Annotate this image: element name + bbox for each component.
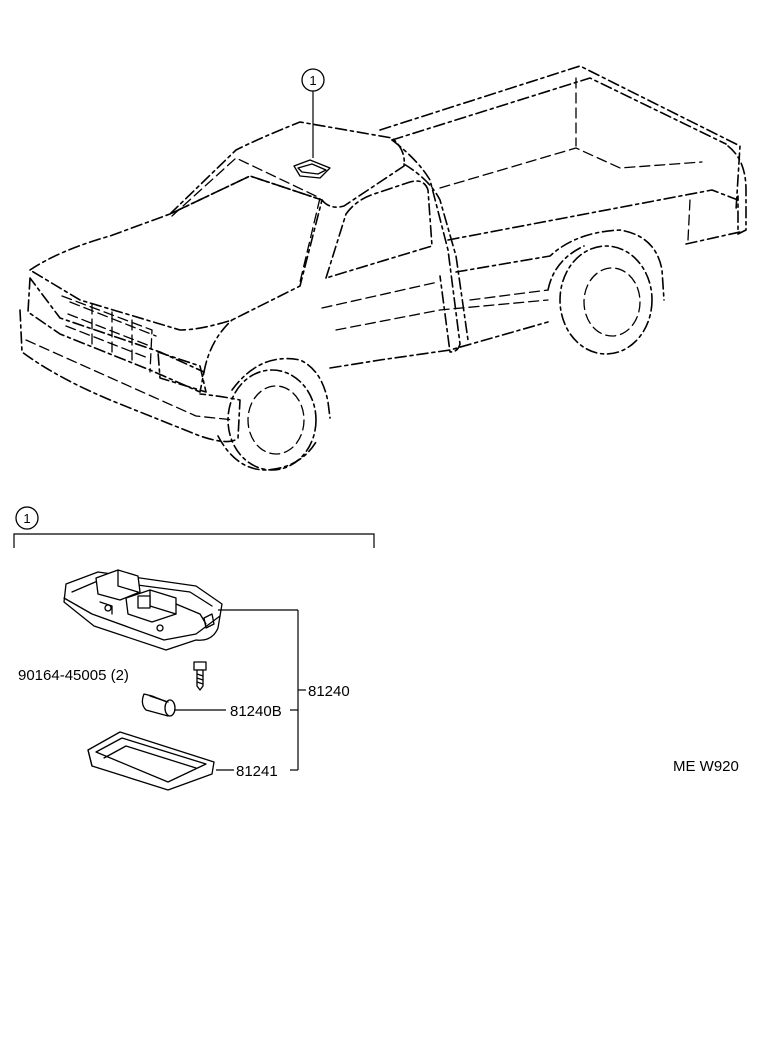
detail-callout-number: 1 — [23, 511, 30, 526]
assembly-part-number: 81240 — [308, 683, 350, 700]
lens-part — [87, 731, 215, 791]
pickup-truck-outline — [19, 65, 747, 471]
dome-lamp-housing — [63, 569, 223, 651]
detail-callout: 1 — [13, 506, 375, 548]
bulb-part — [141, 693, 176, 717]
detail-bracket — [13, 533, 375, 548]
bulb-part-number: 81240B — [230, 703, 282, 720]
part-leaders — [174, 609, 306, 771]
roof-dome-light-location — [293, 159, 331, 179]
figure-code: ME W920 — [673, 758, 739, 775]
part-labels: 90164-45005 (2) 81240B 81241 81240 ME W9… — [18, 667, 739, 780]
truck-callout: 1 — [301, 68, 325, 158]
screw-part-number: 90164-45005 (2) — [18, 667, 129, 684]
screw-part — [193, 661, 207, 691]
truck-callout-number: 1 — [309, 73, 316, 88]
lens-part-number: 81241 — [236, 763, 278, 780]
detail-callout-circle — [15, 506, 39, 530]
